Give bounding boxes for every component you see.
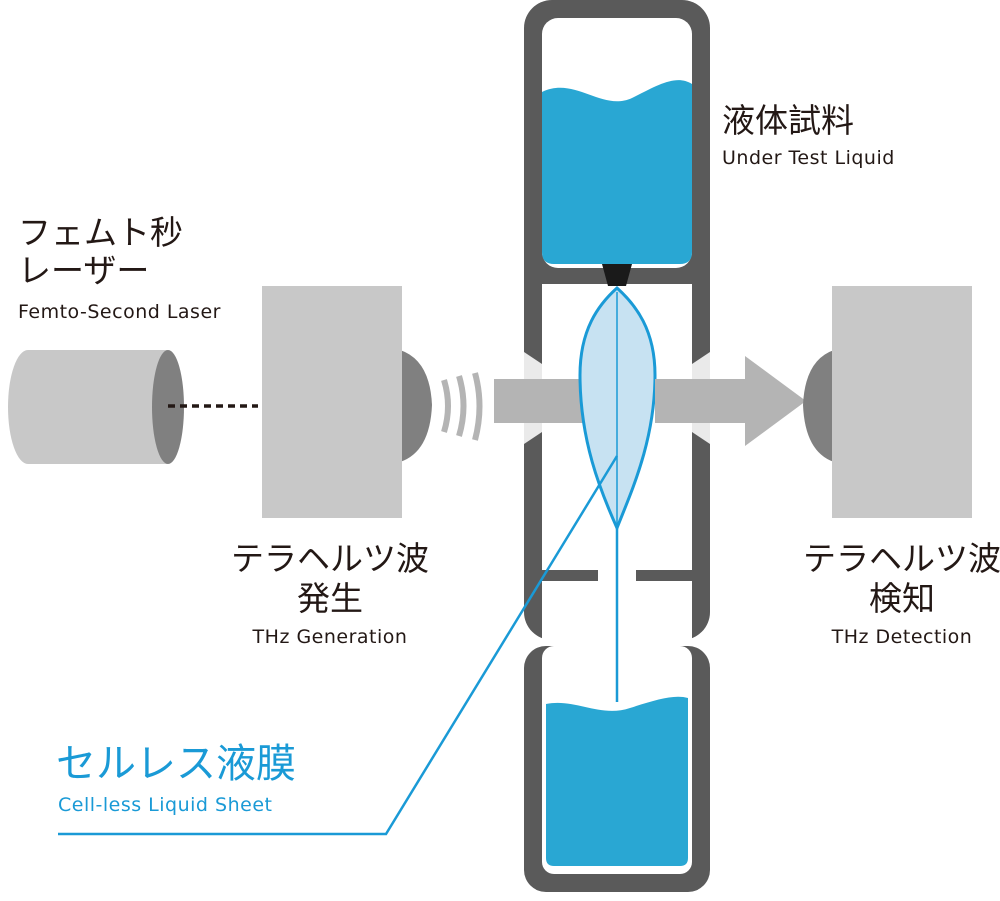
laser-label-jp-line2: レーザー (18, 251, 150, 290)
thz-generation-label-jp-line1: テラヘルツ波 (231, 539, 429, 578)
cellless-sheet-label-jp: セルレス液膜 (56, 741, 296, 787)
nozzle (602, 264, 632, 286)
liquid-sample-label-en: Under Test Liquid (722, 147, 895, 169)
femto-laser (8, 350, 184, 464)
thz-wave-arcs (441, 372, 483, 441)
emitter-dome (400, 350, 432, 462)
callout-leader (58, 455, 619, 836)
thz-emitter (262, 286, 432, 518)
cellless-sheet-label-en: Cell-less Liquid Sheet (58, 794, 273, 816)
emitter-box (262, 286, 402, 518)
thz-generation-label-jp-line2: 発生 (297, 579, 363, 618)
liquid-sample-label-jp: 液体試料 (722, 101, 854, 140)
wave-arc-2 (456, 375, 467, 437)
laser-body (28, 350, 168, 464)
thz-detector (803, 286, 972, 518)
thz-arrow-head (745, 356, 806, 446)
detector-dome (803, 350, 834, 462)
detector-box (832, 286, 972, 518)
wave-arc-3 (472, 372, 483, 441)
thz-generation-label-en: THz Generation (252, 626, 408, 648)
separator-right (636, 570, 692, 581)
laser-label-en: Femto-Second Laser (18, 301, 221, 323)
laser-label-jp-line1: フェムト秒 (18, 213, 183, 252)
laser-left-cap (8, 350, 48, 464)
liquid-sample-bottom (546, 696, 688, 866)
wave-arc-1 (441, 379, 451, 433)
thz-detection-label-jp-line2: 検知 (869, 579, 935, 618)
thz-beam-out (655, 379, 747, 423)
separator-left (542, 570, 598, 581)
thz-detection-label-en: THz Detection (831, 626, 973, 648)
liquid-sample-top (542, 80, 692, 265)
thz-detection-label-jp-line1: テラヘルツ波 (803, 539, 1000, 578)
